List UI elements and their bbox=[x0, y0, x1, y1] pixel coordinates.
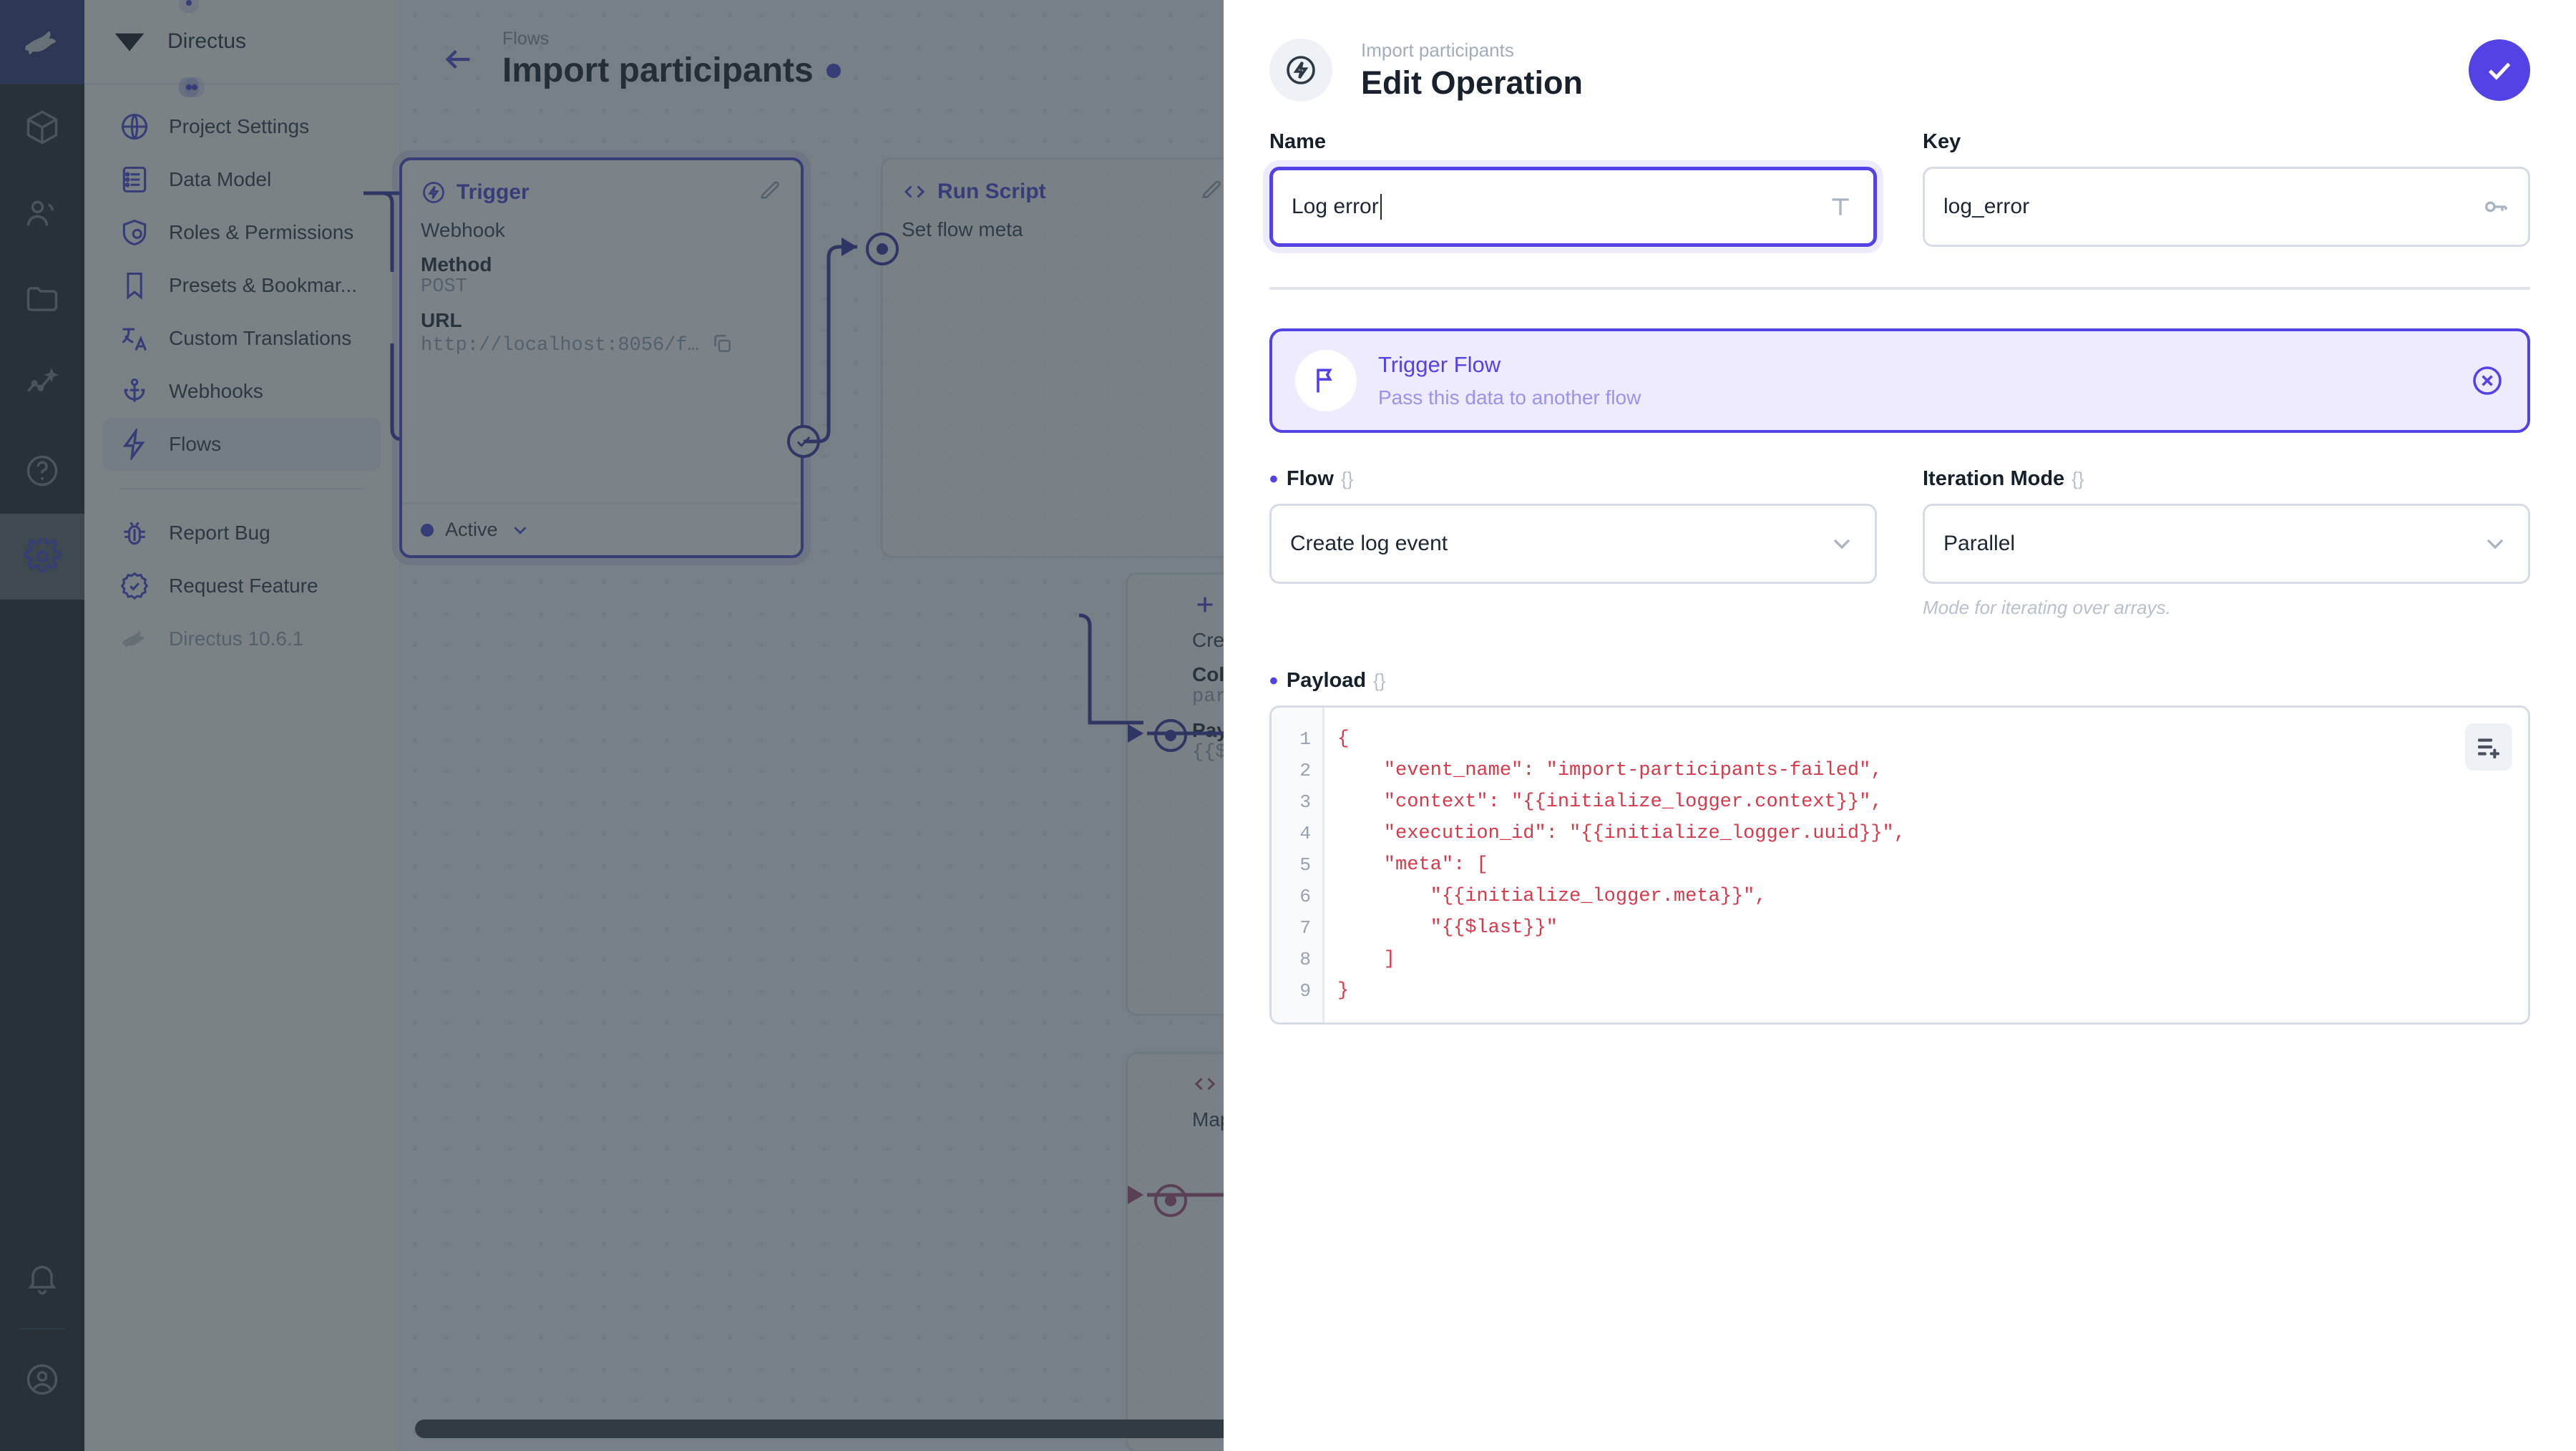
iteration-mode-label: Iteration Mode {} bbox=[1923, 467, 2530, 491]
iteration-mode-select[interactable]: Parallel bbox=[1923, 504, 2530, 584]
close-circle-icon[interactable] bbox=[2470, 363, 2504, 398]
payload-code-editor[interactable]: 1 2 3 4 5 6 7 8 9 { "event_name": "impor… bbox=[1269, 705, 2530, 1025]
trigger-flow-banner[interactable]: Trigger Flow Pass this data to another f… bbox=[1269, 328, 2530, 433]
payload-field-group: • Payload {} 1 2 3 4 5 6 7 8 9 bbox=[1269, 669, 2530, 1025]
iteration-mode-hint: Mode for iterating over arrays. bbox=[1923, 597, 2171, 618]
line-number: 4 bbox=[1299, 823, 1311, 844]
flag-icon bbox=[1295, 350, 1357, 411]
payload-label-text: Payload bbox=[1286, 669, 1367, 692]
payload-code-text[interactable]: { "event_name": "import-participants-fai… bbox=[1337, 728, 1906, 1002]
name-field-group: Name Log error bbox=[1269, 130, 1877, 247]
drawer-title: Edit Operation bbox=[1361, 64, 1584, 101]
line-number: 6 bbox=[1299, 886, 1311, 907]
payload-label: • Payload {} bbox=[1269, 667, 1386, 695]
chevron-down-icon bbox=[2481, 529, 2509, 558]
key-icon bbox=[2481, 192, 2509, 221]
drawer-header: Import participants Edit Operation bbox=[1224, 0, 2576, 102]
name-label: Name bbox=[1269, 130, 1326, 153]
drawer-breadcrumb: Import participants bbox=[1361, 39, 1514, 61]
drawer-body: Name Log error Key log_error bbox=[1224, 102, 2576, 1025]
iteration-mode-label-text: Iteration Mode bbox=[1923, 467, 2065, 490]
save-button[interactable] bbox=[2469, 39, 2530, 101]
line-number: 5 bbox=[1299, 854, 1311, 876]
banner-title: Trigger Flow bbox=[1378, 352, 1501, 378]
banner-subtitle: Pass this data to another flow bbox=[1378, 386, 1641, 409]
line-number-gutter: 1 2 3 4 5 6 7 8 9 bbox=[1272, 708, 1324, 1022]
line-number: 3 bbox=[1299, 791, 1311, 813]
flow-select-value: Create log event bbox=[1290, 532, 1448, 555]
braces-icon: {} bbox=[2072, 468, 2084, 489]
line-number: 7 bbox=[1299, 917, 1311, 939]
braces-icon: {} bbox=[1373, 670, 1386, 691]
format-list-add-icon[interactable] bbox=[2465, 723, 2512, 771]
key-field-group: Key log_error bbox=[1923, 130, 2530, 247]
text-caret bbox=[1380, 194, 1382, 220]
flow-label: • Flow {} bbox=[1269, 465, 1354, 493]
name-input-value: Log error bbox=[1292, 195, 1379, 218]
key-input[interactable]: log_error bbox=[1923, 167, 2530, 247]
name-input[interactable]: Log error bbox=[1269, 167, 1877, 247]
iteration-mode-value: Parallel bbox=[1943, 532, 2016, 555]
flow-select[interactable]: Create log event bbox=[1269, 504, 1877, 584]
key-input-value: log_error bbox=[1943, 195, 2030, 218]
modal-backdrop[interactable] bbox=[0, 0, 1352, 1451]
bolt-circle-icon bbox=[1269, 39, 1332, 102]
text-format-icon bbox=[1826, 192, 1855, 221]
name-key-row: Name Log error Key log_error bbox=[1269, 130, 2530, 247]
line-number: 2 bbox=[1299, 760, 1311, 781]
check-icon bbox=[2488, 62, 2511, 80]
section-divider bbox=[1269, 287, 2530, 290]
braces-icon: {} bbox=[1340, 468, 1354, 489]
key-label: Key bbox=[1923, 130, 1961, 153]
line-number: 9 bbox=[1299, 980, 1311, 1002]
line-number: 8 bbox=[1299, 949, 1311, 970]
flow-label-text: Flow bbox=[1286, 467, 1334, 490]
flow-field-group: • Flow {} Create log event bbox=[1269, 467, 1877, 619]
chevron-down-icon bbox=[1828, 529, 1856, 558]
line-number: 1 bbox=[1299, 728, 1311, 750]
edit-operation-drawer: Import participants Edit Operation Name … bbox=[1224, 0, 2576, 1451]
iteration-mode-field-group: Iteration Mode {} Parallel Mode for iter… bbox=[1923, 467, 2530, 619]
flow-iteration-row: • Flow {} Create log event Iteration Mod… bbox=[1269, 467, 2530, 619]
